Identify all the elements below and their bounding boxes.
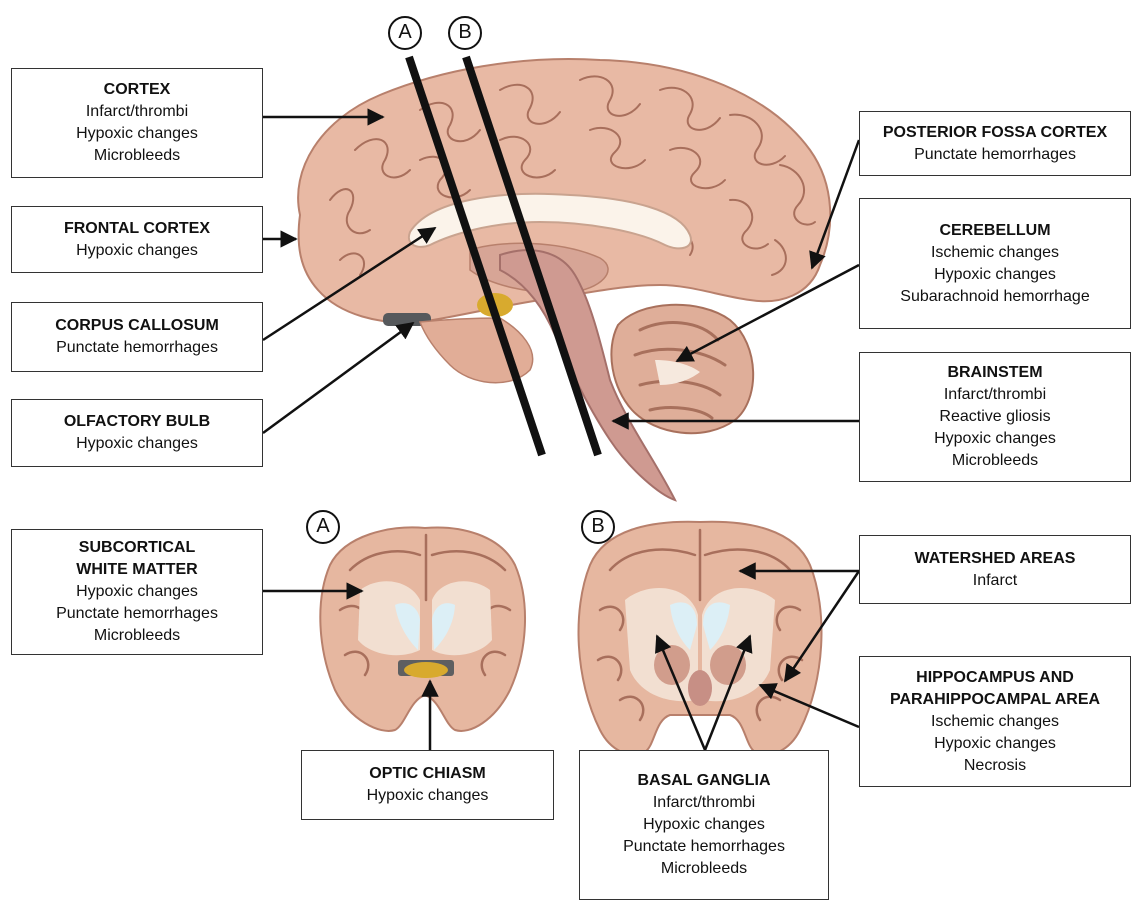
label-brainstem-line: Infarct/thrombi [860, 384, 1130, 406]
label-corpus-callosum: CORPUS CALLOSUM Punctate hemorrhages [11, 302, 263, 372]
label-cerebellum-line: Ischemic changes [860, 242, 1130, 264]
label-basal-ganglia-title: BASAL GANGLIA [580, 770, 828, 792]
label-frontal-cortex-title: FRONTAL CORTEX [12, 218, 262, 240]
label-olfactory-bulb-title: OLFACTORY BULB [12, 411, 262, 433]
marker-b-top-letter: B [449, 21, 481, 44]
coronal-section-a [320, 527, 525, 730]
label-cortex-line: Hypoxic changes [12, 123, 262, 145]
label-hippocampus-line: Hypoxic changes [860, 733, 1130, 755]
label-hippocampus: HIPPOCAMPUS AND PARAHIPPOCAMPAL AREA Isc… [859, 656, 1131, 787]
label-frontal-cortex-line: Hypoxic changes [12, 240, 262, 262]
marker-a-top-letter: A [389, 21, 421, 44]
label-subcortical-white-matter: SUBCORTICAL WHITE MATTER Hypoxic changes… [11, 529, 263, 655]
label-subcortical-title: WHITE MATTER [12, 559, 262, 581]
label-posterior-fossa-cortex: POSTERIOR FOSSA CORTEX Punctate hemorrha… [859, 111, 1131, 176]
label-corpus-callosum-title: CORPUS CALLOSUM [12, 315, 262, 337]
label-cortex-line: Microbleeds [12, 145, 262, 167]
cerebellum-shape [611, 305, 753, 433]
label-frontal-cortex: FRONTAL CORTEX Hypoxic changes [11, 206, 263, 273]
label-hippocampus-line: Necrosis [860, 755, 1130, 777]
label-cortex-title: CORTEX [12, 79, 262, 101]
label-corpus-callosum-line: Punctate hemorrhages [12, 337, 262, 359]
label-cerebellum-line: Subarachnoid hemorrhage [860, 286, 1130, 308]
label-brainstem: BRAINSTEM Infarct/thrombi Reactive glios… [859, 352, 1131, 482]
label-posterior-fossa-title: POSTERIOR FOSSA CORTEX [860, 122, 1130, 144]
label-brainstem-line: Reactive gliosis [860, 406, 1130, 428]
arrow-olfactory-bulb [263, 323, 413, 433]
label-cerebellum-line: Hypoxic changes [860, 264, 1130, 286]
label-optic-chiasm-title: OPTIC CHIASM [302, 763, 553, 785]
label-basal-ganglia-line: Microbleeds [580, 858, 828, 880]
label-hippocampus-title: PARAHIPPOCAMPAL AREA [860, 689, 1130, 711]
label-watershed-line: Infarct [860, 570, 1130, 592]
label-cortex: CORTEX Infarct/thrombi Hypoxic changes M… [11, 68, 263, 178]
label-optic-chiasm: OPTIC CHIASM Hypoxic changes [301, 750, 554, 820]
marker-b-coronal-letter: B [582, 515, 614, 538]
label-posterior-fossa-line: Punctate hemorrhages [860, 144, 1130, 166]
label-watershed-areas: WATERSHED AREAS Infarct [859, 535, 1131, 604]
coronal-section-b [579, 522, 822, 755]
label-basal-ganglia: BASAL GANGLIA Infarct/thrombi Hypoxic ch… [579, 750, 829, 900]
label-hippocampus-title: HIPPOCAMPUS AND [860, 667, 1130, 689]
marker-a-coronal-letter: A [307, 515, 339, 538]
label-basal-ganglia-line: Hypoxic changes [580, 814, 828, 836]
label-cerebellum: CEREBELLUM Ischemic changes Hypoxic chan… [859, 198, 1131, 329]
label-cerebellum-title: CEREBELLUM [860, 220, 1130, 242]
label-hippocampus-line: Ischemic changes [860, 711, 1130, 733]
label-brainstem-line: Hypoxic changes [860, 428, 1130, 450]
sagittal-brain [298, 59, 830, 500]
label-brainstem-title: BRAINSTEM [860, 362, 1130, 384]
label-olfactory-bulb: OLFACTORY BULB Hypoxic changes [11, 399, 263, 467]
label-subcortical-line: Punctate hemorrhages [12, 603, 262, 625]
label-cortex-line: Infarct/thrombi [12, 101, 262, 123]
label-basal-ganglia-line: Punctate hemorrhages [580, 836, 828, 858]
label-subcortical-line: Hypoxic changes [12, 581, 262, 603]
label-watershed-title: WATERSHED AREAS [860, 548, 1130, 570]
label-olfactory-bulb-line: Hypoxic changes [12, 433, 262, 455]
label-subcortical-title: SUBCORTICAL [12, 537, 262, 559]
label-basal-ganglia-line: Infarct/thrombi [580, 792, 828, 814]
label-optic-chiasm-line: Hypoxic changes [302, 785, 553, 807]
label-subcortical-line: Microbleeds [12, 625, 262, 647]
label-brainstem-line: Microbleeds [860, 450, 1130, 472]
